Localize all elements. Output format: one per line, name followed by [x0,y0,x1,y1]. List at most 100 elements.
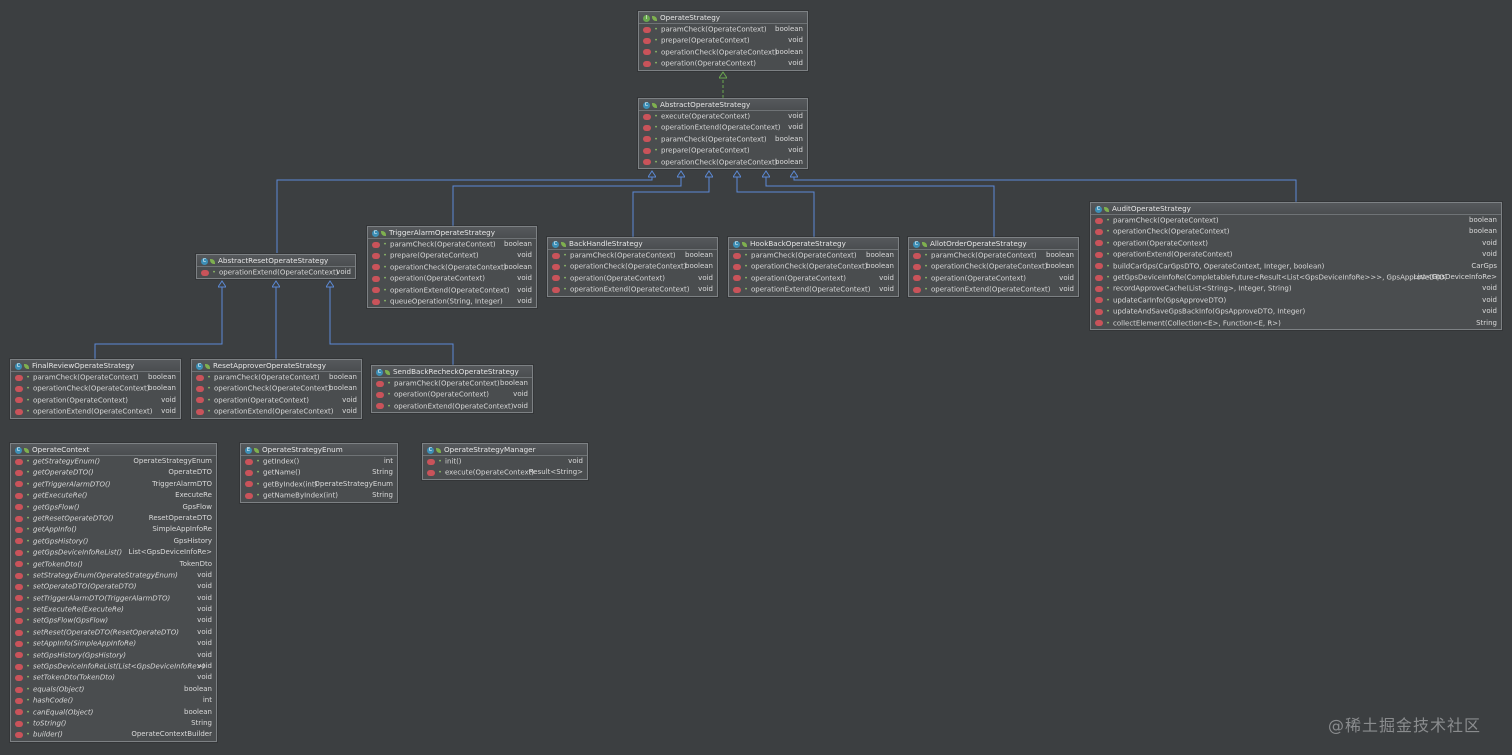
method-row[interactable]: •paramCheck(OperateContext)boolean [548,250,717,261]
method-row[interactable]: •operation(OperateContext)void [1091,238,1501,249]
method-row[interactable]: •getGpsDeviceInfoReList()List<GpsDeviceI… [11,547,216,558]
method-row[interactable]: •operation(OperateContext)void [368,273,536,284]
method-row[interactable]: •operationExtend(OperateContext)void [1091,249,1501,260]
method-row[interactable]: •getNameByIndex(int)String [241,490,397,501]
method-row[interactable]: •updateAndSaveGpsBackInfo(GpsApproveDTO,… [1091,306,1501,317]
method-row[interactable]: •operationExtend(OperateContext)void [372,401,532,412]
method-row[interactable]: •setTriggerAlarmDTO(TriggerAlarmDTO)void [11,593,216,604]
method-row[interactable]: •operation(OperateContext)void [11,395,180,406]
method-row[interactable]: •operationCheck(OperateContext)boolean [1091,226,1501,237]
method-row[interactable]: •setStrategyEnum(OperateStrategyEnum)voi… [11,570,216,581]
method-row[interactable]: •paramCheck(OperateContext)boolean [909,250,1078,261]
method-row[interactable]: •getExecuteRe()ExecuteRe [11,490,216,501]
method-row[interactable]: •setGpsDeviceInfoReList(List<GpsDeviceIn… [11,661,216,672]
method-row[interactable]: •recordApproveCache(List<String>, Intege… [1091,283,1501,294]
method-row[interactable]: •operation(OperateContext)void [372,389,532,400]
method-row[interactable]: •init()void [423,456,587,467]
method-row[interactable]: •prepare(OperateContext)void [639,35,807,46]
method-row[interactable]: •getStrategyEnum()OperateStrategyEnum [11,456,216,467]
method-row[interactable]: •operationCheck(OperateContext)boolean [909,261,1078,272]
method-row[interactable]: •operationCheck(OperateContext)boolean [548,261,717,272]
method-row[interactable]: •execute(OperateContext)void [639,111,807,122]
method-row[interactable]: •operationExtend(OperateContext)void [11,406,180,417]
method-row[interactable]: •builder()OperateContextBuilder [11,729,216,740]
method-row[interactable]: •operationExtend(OperateContext)void [192,406,361,417]
method-row[interactable]: •getTriggerAlarmDTO()TriggerAlarmDTO [11,479,216,490]
method-row[interactable]: •setAppInfo(SimpleAppInfoRe)void [11,638,216,649]
method-row[interactable]: •getGpsDeviceInfoRe(CompletableFuture<Re… [1091,272,1501,283]
method-row[interactable]: •operationCheck(OperateContext)boolean [729,261,898,272]
method-row[interactable]: •queueOperation(String, Integer)void [368,296,536,307]
method-row[interactable]: •operationExtend(OperateContext)void [909,284,1078,295]
method-row[interactable]: •paramCheck(OperateContext)boolean [368,239,536,250]
method-row[interactable]: •paramCheck(OperateContext)boolean [192,372,361,383]
method-row[interactable]: •getByIndex(int)OperateStrategyEnum [241,479,397,490]
method-row[interactable]: •operationCheck(OperateContext)boolean [11,383,180,394]
method-row[interactable]: •buildCarGps(CarGpsDTO, OperateContext, … [1091,261,1501,272]
method-row[interactable]: •toString()String [11,718,216,729]
method-row[interactable]: •equals(Object)boolean [11,684,216,695]
method-row[interactable]: •operationCheck(OperateContext)boolean [639,157,807,168]
method-row[interactable]: •getOperateDTO()OperateDTO [11,467,216,478]
method-row[interactable]: •paramCheck(OperateContext)boolean [372,378,532,389]
method-row[interactable]: •paramCheck(OperateContext)boolean [729,250,898,261]
method-row[interactable]: •operationExtend(OperateContext)void [639,122,807,133]
method-row[interactable]: •getIndex()int [241,456,397,467]
method-row[interactable]: •getTokenDto()TokenDto [11,559,216,570]
method-row[interactable]: •getGpsFlow()GpsFlow [11,502,216,513]
method-row[interactable]: •setExecuteRe(ExecuteRe)void [11,604,216,615]
method-row[interactable]: •setGpsFlow(GpsFlow)void [11,615,216,626]
method-row[interactable]: •operationCheck(OperateContext)boolean [639,47,807,58]
method-row[interactable]: •paramCheck(OperateContext)boolean [11,372,180,383]
method-row[interactable]: •collectElement(Collection<E>, Function<… [1091,318,1501,329]
method-row[interactable]: •operation(OperateContext)void [729,273,898,284]
method-row[interactable]: •setTokenDto(TokenDto)void [11,672,216,683]
method-row[interactable]: •operation(OperateContext)void [548,273,717,284]
method-row[interactable]: •getResetOperateDTO()ResetOperateDTO [11,513,216,524]
method-row[interactable]: •prepare(OperateContext)void [639,145,807,156]
method-row[interactable]: •operationExtend(OperateContext)void [368,285,536,296]
method-row[interactable]: •setReset(OperateDTO(ResetOperateDTO)voi… [11,627,216,638]
method-row[interactable]: •operationExtend(OperateContext)void [548,284,717,295]
method-row[interactable]: •updateCarInfo(GpsApproveDTO)void [1091,295,1501,306]
method-row[interactable]: •operationExtend(OperateContext)void [729,284,898,295]
method-row[interactable]: •paramCheck(OperateContext)boolean [639,134,807,145]
method-row[interactable]: •execute(OperateContext)Result<String> [423,467,587,478]
method-row[interactable]: •setGpsHistory(GpsHistory)void [11,650,216,661]
method-row[interactable]: •operation(OperateContext)void [639,58,807,69]
method-row[interactable]: •hashCode()int [11,695,216,706]
method-row[interactable]: •paramCheck(OperateContext)boolean [639,24,807,35]
method-row[interactable]: •operation(OperateContext)void [192,395,361,406]
method-row[interactable]: •canEqual(Object)boolean [11,707,216,718]
method-row[interactable]: •operationExtend(OperateContext)void [197,267,355,278]
method-row[interactable]: •getName()String [241,467,397,478]
method-row[interactable]: •getGpsHistory()GpsHistory [11,536,216,547]
